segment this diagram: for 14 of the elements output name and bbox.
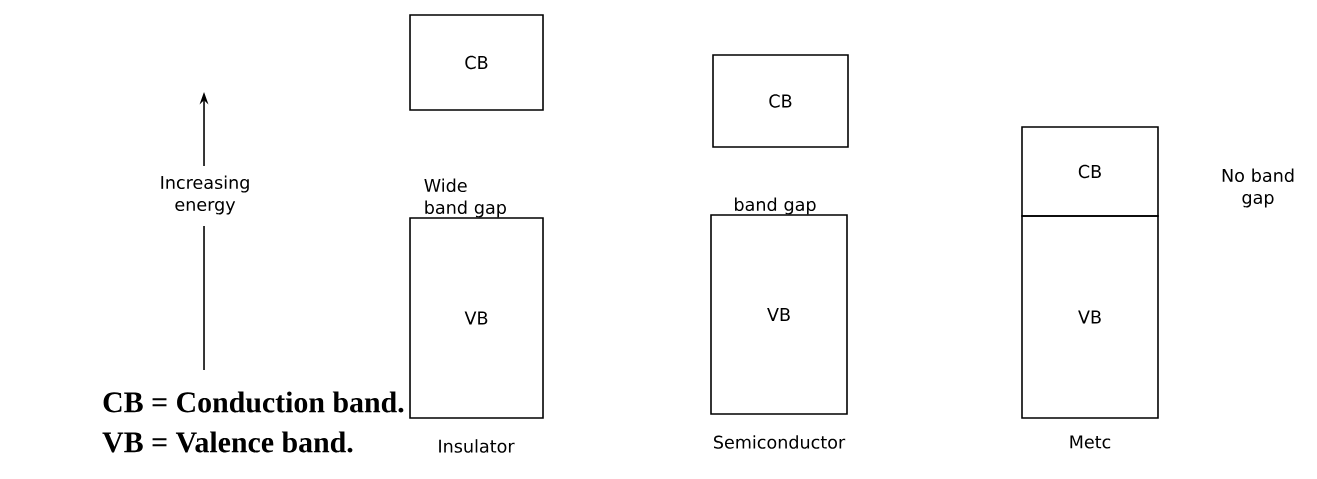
legend-text: VB = Valence band. <box>102 431 353 453</box>
material-caption: Insulator <box>439 439 515 453</box>
band-box: CB <box>409 14 544 111</box>
band-box: VB <box>1021 215 1159 419</box>
gap-label: Wide band gap <box>424 178 506 218</box>
band-box: VB <box>710 214 848 415</box>
gap-label: band gap <box>735 197 816 215</box>
band-box: CB <box>1021 126 1159 217</box>
material-caption: Semiconductor <box>714 435 846 449</box>
material-caption: Metc <box>1070 435 1111 449</box>
axis-label: Increasing energy <box>161 175 249 215</box>
band-box: CB <box>712 54 849 148</box>
gap-label: No band gap <box>1222 168 1294 208</box>
band-box: VB <box>409 217 544 419</box>
